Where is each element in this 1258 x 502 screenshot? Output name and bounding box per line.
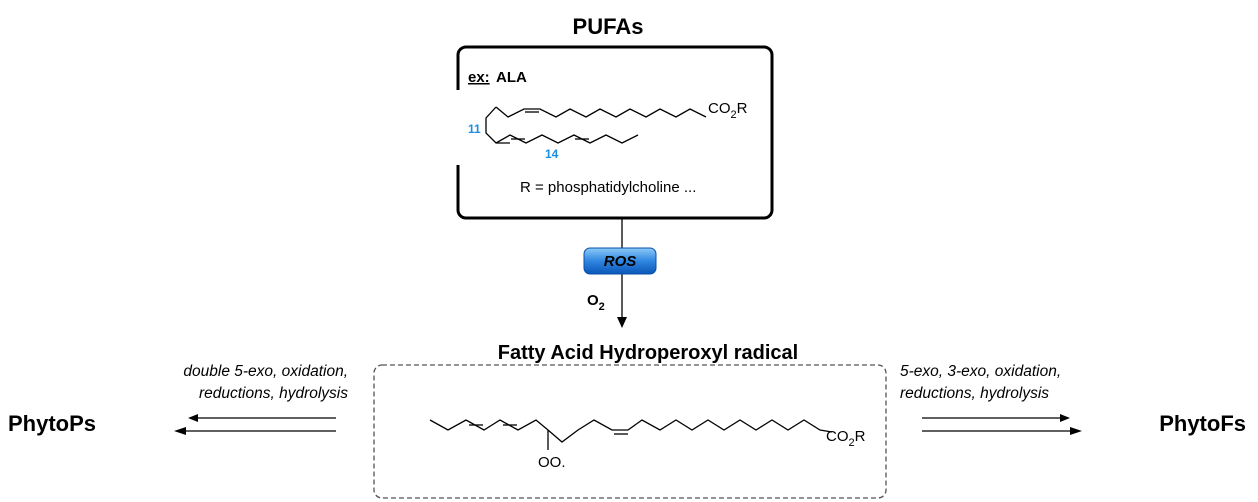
radical-title: Fatty Acid Hydroperoxyl radical <box>498 342 798 364</box>
ala-chain <box>455 90 715 165</box>
phytops-condition-line2: reductions, hydrolysis <box>199 385 348 402</box>
ros-badge <box>583 247 657 275</box>
oxidation-arrowhead <box>617 317 627 328</box>
phytops-arrowhead-bottom <box>174 427 186 435</box>
pufas-title: PUFAs <box>573 14 644 39</box>
example-name: ALA <box>496 69 527 86</box>
peroxyl-label: OO. <box>538 454 566 471</box>
phytofs-arrowhead-bottom <box>1070 427 1082 435</box>
radical-structure <box>429 419 833 450</box>
r-definition: R = phosphatidylcholine ... <box>520 179 696 196</box>
phytofs-product: PhytoFs <box>1159 411 1246 436</box>
phytops-arrowhead-top <box>188 414 198 422</box>
radical-ester: CO2R <box>826 428 866 449</box>
phytofs-condition-line2: reductions, hydrolysis <box>900 385 1049 402</box>
position-11-label: 11 <box>468 122 481 136</box>
position-14-label: 14 <box>545 147 559 161</box>
oxygen-label: O2 <box>587 292 605 313</box>
phytops-condition-line1: double 5-exo, oxidation, <box>183 363 348 380</box>
example-prefix: ex: <box>468 69 490 86</box>
phytops-product: PhytoPs <box>8 411 96 436</box>
ros-label: ROS <box>604 253 637 270</box>
phytofs-arrowhead-top <box>1060 414 1070 422</box>
radical-box <box>373 364 887 499</box>
phytofs-condition-line1: 5-exo, 3-exo, oxidation, <box>900 363 1061 380</box>
ala-ester: CO2R <box>708 100 748 121</box>
